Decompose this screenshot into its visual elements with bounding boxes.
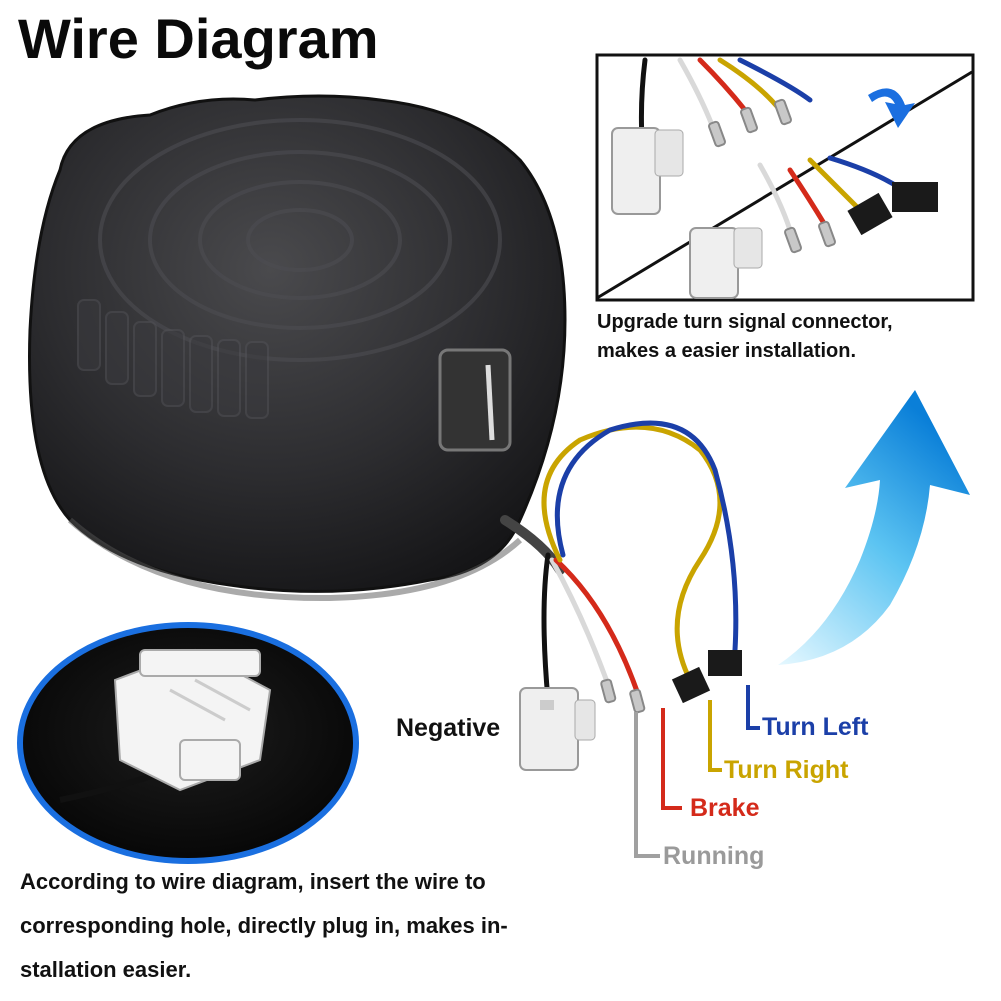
bullet-terminals	[600, 678, 646, 714]
bottom-caption-line: corresponding hole, directly plug in, ma…	[20, 913, 508, 938]
negative-connector	[519, 687, 596, 771]
turn-left-connector	[708, 650, 742, 676]
turn-right-connector	[671, 666, 711, 704]
wire-running	[549, 557, 613, 693]
upgrade-inset	[595, 53, 975, 302]
bottom-caption-line: According to wire diagram, insert the wi…	[20, 869, 486, 894]
wire-brake	[553, 557, 643, 703]
bottom-caption: According to wire diagram, insert the wi…	[20, 860, 660, 992]
wire-turn-right	[541, 424, 723, 683]
label-brake: Brake	[690, 794, 760, 822]
label-turn-right: Turn Right	[724, 756, 849, 784]
upgrade-arrow-icon	[778, 390, 970, 665]
page-title: Wire Diagram	[18, 7, 379, 70]
inset-caption-line: makes a easier installation.	[597, 340, 857, 362]
rotate-arrow-icon	[868, 88, 915, 128]
connector-closeup	[17, 622, 359, 864]
label-turn-left: Turn Left	[762, 713, 869, 741]
wire-harness	[500, 420, 739, 703]
wire-negative	[541, 552, 551, 703]
label-negative: Negative	[396, 714, 501, 742]
inset-caption-line: Upgrade turn signal connector,	[597, 311, 893, 333]
wire-turn-left	[554, 420, 739, 653]
label-running: Running	[663, 842, 765, 870]
inset-caption: Upgrade turn signal connector, makes a e…	[597, 308, 992, 366]
bottom-caption-line: stallation easier.	[20, 957, 192, 982]
callout-lines	[634, 685, 760, 858]
tail-light-lens	[28, 94, 567, 602]
